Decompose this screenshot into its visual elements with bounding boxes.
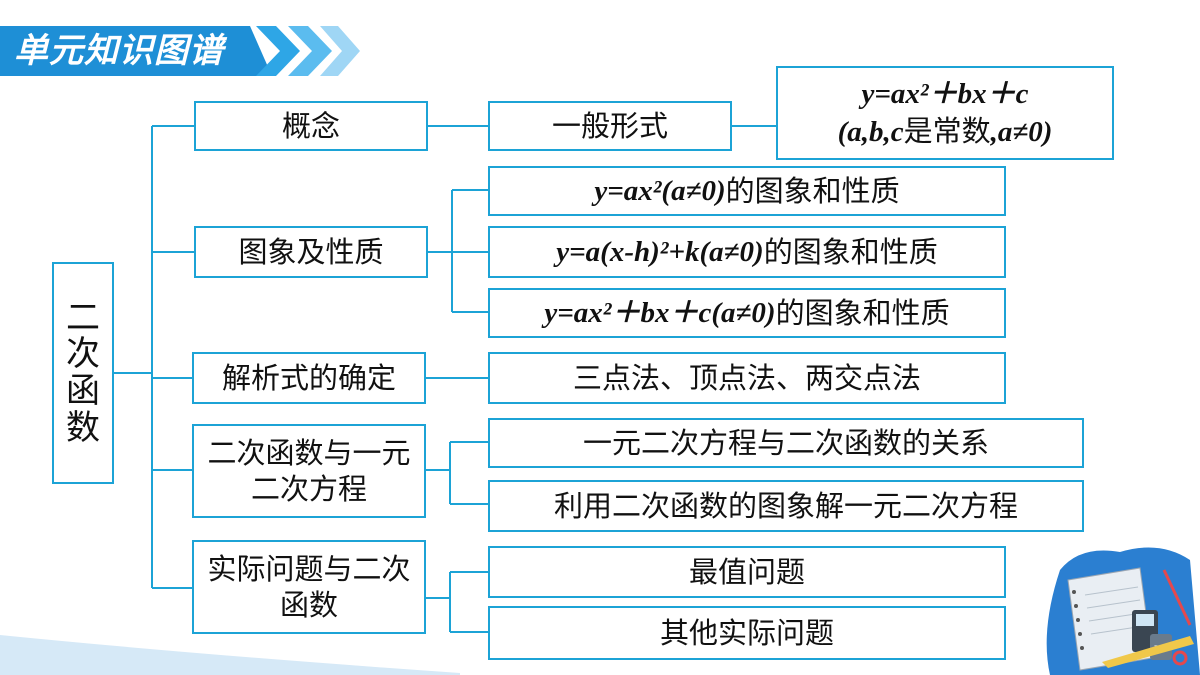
formula-params: (a,b,c — [837, 115, 904, 148]
branch-equation-label: 二次函数与一元二次方程 — [207, 435, 411, 506]
branch-expression-label: 解析式的确定 — [221, 360, 396, 395]
branch-real-problems: 实际问题与二次函数 — [192, 540, 426, 634]
leaf-other-problems: 其他实际问题 — [488, 606, 1006, 660]
branch-graph-label: 图象及性质 — [238, 234, 384, 269]
page-title: 单元知识图谱 — [14, 31, 224, 71]
root-node: 二次函数 — [52, 262, 114, 484]
branch-concept-label: 概念 — [281, 108, 340, 143]
graph3-formula: y=ax²＋bx＋c(a≠0) — [544, 296, 776, 329]
leaf-real1-label: 最值问题 — [688, 554, 805, 589]
formula-constant-text: 是常数 — [903, 113, 991, 148]
banner-shape — [0, 26, 360, 76]
branch-graph-properties: 图象及性质 — [194, 226, 428, 278]
header-banner: 单元知识图谱 — [0, 22, 360, 80]
graph2-suffix: 的图象和性质 — [763, 234, 938, 269]
leaf-eq1-label: 一元二次方程与二次函数的关系 — [582, 425, 989, 460]
branch-equation: 二次函数与一元二次方程 — [192, 424, 426, 518]
bottom-wave-decoration — [0, 635, 460, 675]
graph1-formula: y=ax²(a≠0) — [594, 174, 726, 207]
leaf-equation-relation: 一元二次方程与二次函数的关系 — [488, 418, 1084, 468]
graph1-suffix: 的图象和性质 — [725, 173, 900, 208]
leaf-graph-1: y=ax²(a≠0)的图象和性质 — [488, 166, 1006, 216]
leaf-graph-2: y=a(x-h)²+k(a≠0)的图象和性质 — [488, 226, 1006, 278]
leaf-general-form-label: 一般形式 — [551, 108, 668, 143]
math-illustration-icon: π — [1046, 547, 1200, 675]
branch-real-label: 实际问题与二次函数 — [207, 551, 411, 622]
leaf-equation-graph-solve: 利用二次函数的图象解一元二次方程 — [488, 480, 1084, 532]
graph2-formula: y=a(x-h)²+k(a≠0) — [556, 235, 764, 268]
leaf-extreme-value: 最值问题 — [488, 546, 1006, 598]
leaf-graph-3: y=ax²＋bx＋c(a≠0)的图象和性质 — [488, 288, 1006, 338]
leaf-general-formula: y=ax²＋bx＋c (a,b,c是常数,a≠0) — [776, 66, 1114, 160]
leaf-eq2-label: 利用二次函数的图象解一元二次方程 — [553, 488, 1018, 523]
branch-concept: 概念 — [194, 101, 428, 151]
leaf-methods: 三点法、顶点法、两交点法 — [488, 352, 1006, 404]
branch-expression: 解析式的确定 — [192, 352, 426, 404]
root-label: 二次函数 — [66, 297, 100, 448]
leaf-general-form: 一般形式 — [488, 101, 732, 151]
formula-condition: ,a≠0) — [990, 115, 1053, 148]
general-formula-line1: y=ax²＋bx＋c — [861, 78, 1029, 111]
leaf-methods-label: 三点法、顶点法、两交点法 — [572, 360, 921, 395]
graph3-suffix: 的图象和性质 — [775, 295, 950, 330]
general-formula-line2: (a,b,c是常数,a≠0) — [838, 113, 1053, 150]
leaf-real2-label: 其他实际问题 — [659, 615, 834, 650]
